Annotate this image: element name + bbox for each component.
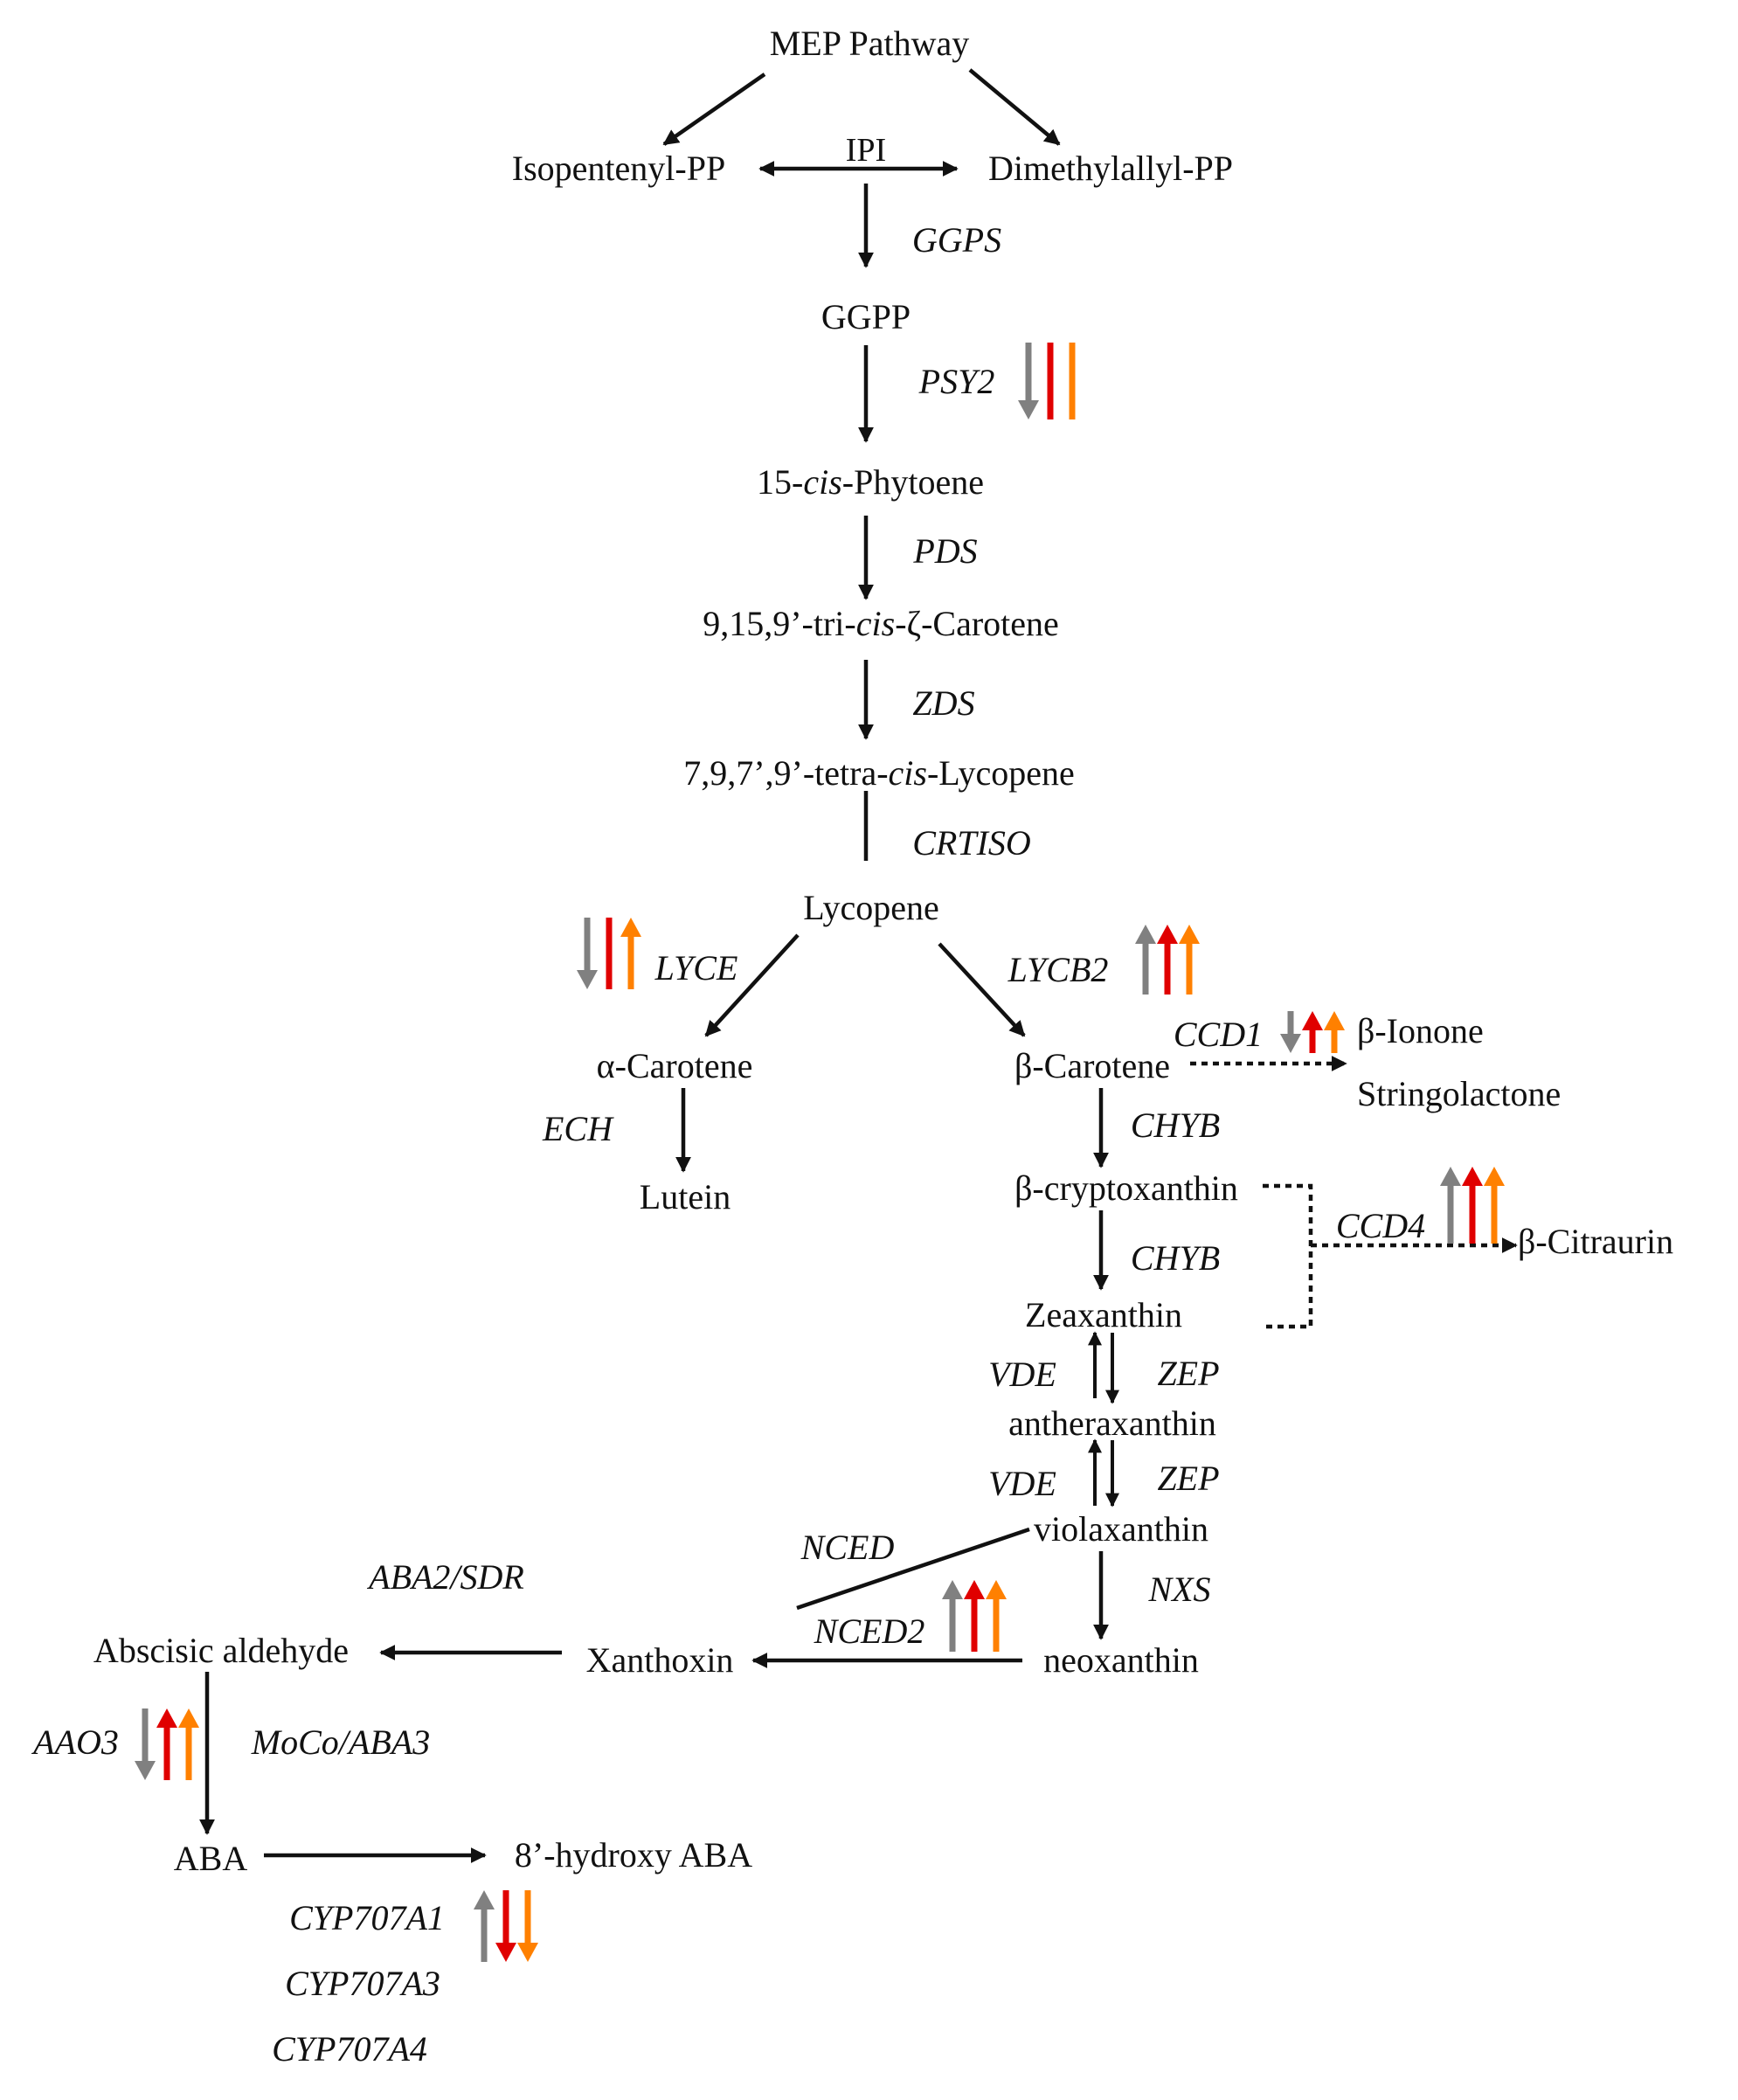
expression-ccd1-3-up-arrow xyxy=(1324,1011,1345,1053)
expression-ccd1-1-down-arrow xyxy=(1280,1011,1301,1053)
enzyme-aba2-sdr: ABA2/SDR xyxy=(369,1557,524,1597)
enzyme-ccd1: CCD1 xyxy=(1173,1015,1264,1054)
enzyme-nxs: NXS xyxy=(1148,1570,1211,1609)
metabolite-dimethylallyl-pp: Dimethylallyl-PP xyxy=(988,149,1233,188)
expression-ccd4-1-up-arrow xyxy=(1440,1167,1461,1244)
metabolite-zeta-carotene: 9,15,9’-tri-cis-ζ-Carotene xyxy=(703,604,1059,643)
metabolite-neoxanthin: neoxanthin xyxy=(1043,1640,1199,1680)
enzyme-moco-aba3: MoCo/ABA3 xyxy=(251,1722,431,1762)
metabolite-antheraxanthin: antheraxanthin xyxy=(1008,1403,1216,1443)
expression-ccd1-2-up-arrow xyxy=(1302,1011,1323,1053)
expression-psy2-1-down-arrow xyxy=(1018,343,1039,419)
enzyme-crtiso: CRTISO xyxy=(912,823,1031,863)
expression-aao3-1-down-arrow xyxy=(135,1708,156,1780)
enzyme-nced: NCED xyxy=(800,1528,895,1567)
metabolite-isopentenyl-pp: Isopentenyl-PP xyxy=(511,149,726,188)
enzyme-ech: ECH xyxy=(543,1109,613,1148)
expression-nced2-1-up-arrow xyxy=(942,1580,963,1652)
enzyme-vde-2: VDE xyxy=(988,1464,1056,1503)
metabolite-8-hydroxy-aba: 8’-hydroxy ABA xyxy=(514,1835,753,1875)
edge-lycopene-to-alpha-carotene xyxy=(704,933,800,1037)
metabolite-lycopene: Lycopene xyxy=(803,888,939,927)
enzyme-ipi: IPI xyxy=(845,132,887,169)
enzyme-pds: PDS xyxy=(913,531,978,571)
metabolite-alpha-carotene: α-Carotene xyxy=(596,1046,753,1085)
metabolite-beta-cryptoxanthin: β-cryptoxanthin xyxy=(1014,1168,1238,1208)
edge-mep-to-dimethylallyl xyxy=(968,68,1061,146)
edge-lycopene-to-beta-carotene xyxy=(938,942,1026,1037)
expression-lycb2-1-up-arrow xyxy=(1135,925,1156,995)
expression-cyp707a1-3-down-arrow xyxy=(517,1890,538,1962)
metabolite-beta-carotene: β-Carotene xyxy=(1014,1046,1171,1085)
metabolite-beta-citraurin: β-Citraurin xyxy=(1518,1222,1674,1261)
expression-aao3-3-up-arrow xyxy=(178,1708,199,1780)
expression-nced2-2-up-arrow xyxy=(964,1580,985,1652)
metabolite-xanthoxin: Xanthoxin xyxy=(585,1640,734,1680)
enzyme-aao3: AAO3 xyxy=(33,1722,119,1762)
expression-cyp707a1-1-up-arrow xyxy=(474,1890,495,1962)
enzyme-psy2: PSY2 xyxy=(918,362,995,401)
edge-nced-branch xyxy=(796,1527,1030,1611)
enzyme-chyb-2: CHYB xyxy=(1130,1238,1221,1278)
enzyme-ggps: GGPS xyxy=(911,220,1002,260)
enzyme-ccd4: CCD4 xyxy=(1335,1206,1426,1245)
edge-ccd4-bracket xyxy=(1263,1183,1313,1329)
metabolite-aba: ABA xyxy=(173,1839,248,1878)
expression-ccd4-3-up-arrow xyxy=(1484,1167,1505,1244)
metabolite-phytoene: 15-cis-Phytoene xyxy=(757,462,984,502)
expression-cyp707a1-2-down-arrow xyxy=(495,1890,516,1962)
enzyme-lycb2: LYCB2 xyxy=(1007,950,1109,989)
expression-lycb2-3-up-arrow xyxy=(1179,925,1200,995)
metabolite-stringolactone: Stringolactone xyxy=(1357,1074,1561,1113)
enzyme-zds: ZDS xyxy=(912,683,975,723)
expression-lycb2-2-up-arrow xyxy=(1157,925,1178,995)
expression-lyce-3-up-arrow xyxy=(620,918,641,989)
enzyme-cyp707a1: CYP707A1 xyxy=(289,1898,445,1937)
metabolite-zeaxanthin: Zeaxanthin xyxy=(1025,1295,1182,1334)
enzyme-zep-2: ZEP xyxy=(1157,1459,1220,1498)
expression-ccd4-2-up-arrow xyxy=(1462,1167,1483,1244)
enzyme-chyb-1: CHYB xyxy=(1130,1105,1221,1145)
enzyme-nced2: NCED2 xyxy=(814,1611,925,1651)
edge-mep-to-isopentenyl xyxy=(662,73,766,146)
expression-lyce-1-down-arrow xyxy=(577,918,598,989)
metabolite-mep-pathway: MEP Pathway xyxy=(769,24,970,63)
metabolite-violaxanthin: violaxanthin xyxy=(1034,1509,1208,1549)
metabolite-ggpp: GGPP xyxy=(821,297,911,336)
enzyme-cyp707a4: CYP707A4 xyxy=(272,2029,427,2069)
enzyme-vde-1: VDE xyxy=(988,1355,1056,1394)
metabolite-beta-ionone: β-Ionone xyxy=(1357,1011,1484,1050)
expression-nced2-3-up-arrow xyxy=(986,1580,1007,1652)
enzyme-cyp707a3: CYP707A3 xyxy=(285,1964,440,2003)
metabolite-lutein: Lutein xyxy=(639,1177,731,1216)
enzyme-zep-1: ZEP xyxy=(1157,1354,1220,1393)
metabolite-tetra-cis-lycopene: 7,9,7’,9’-tetra-cis-Lycopene xyxy=(683,753,1075,793)
metabolite-abscisic-aldehyde: Abscisic aldehyde xyxy=(93,1631,350,1670)
expression-aao3-2-up-arrow xyxy=(156,1708,177,1780)
enzyme-lyce: LYCE xyxy=(654,948,738,988)
